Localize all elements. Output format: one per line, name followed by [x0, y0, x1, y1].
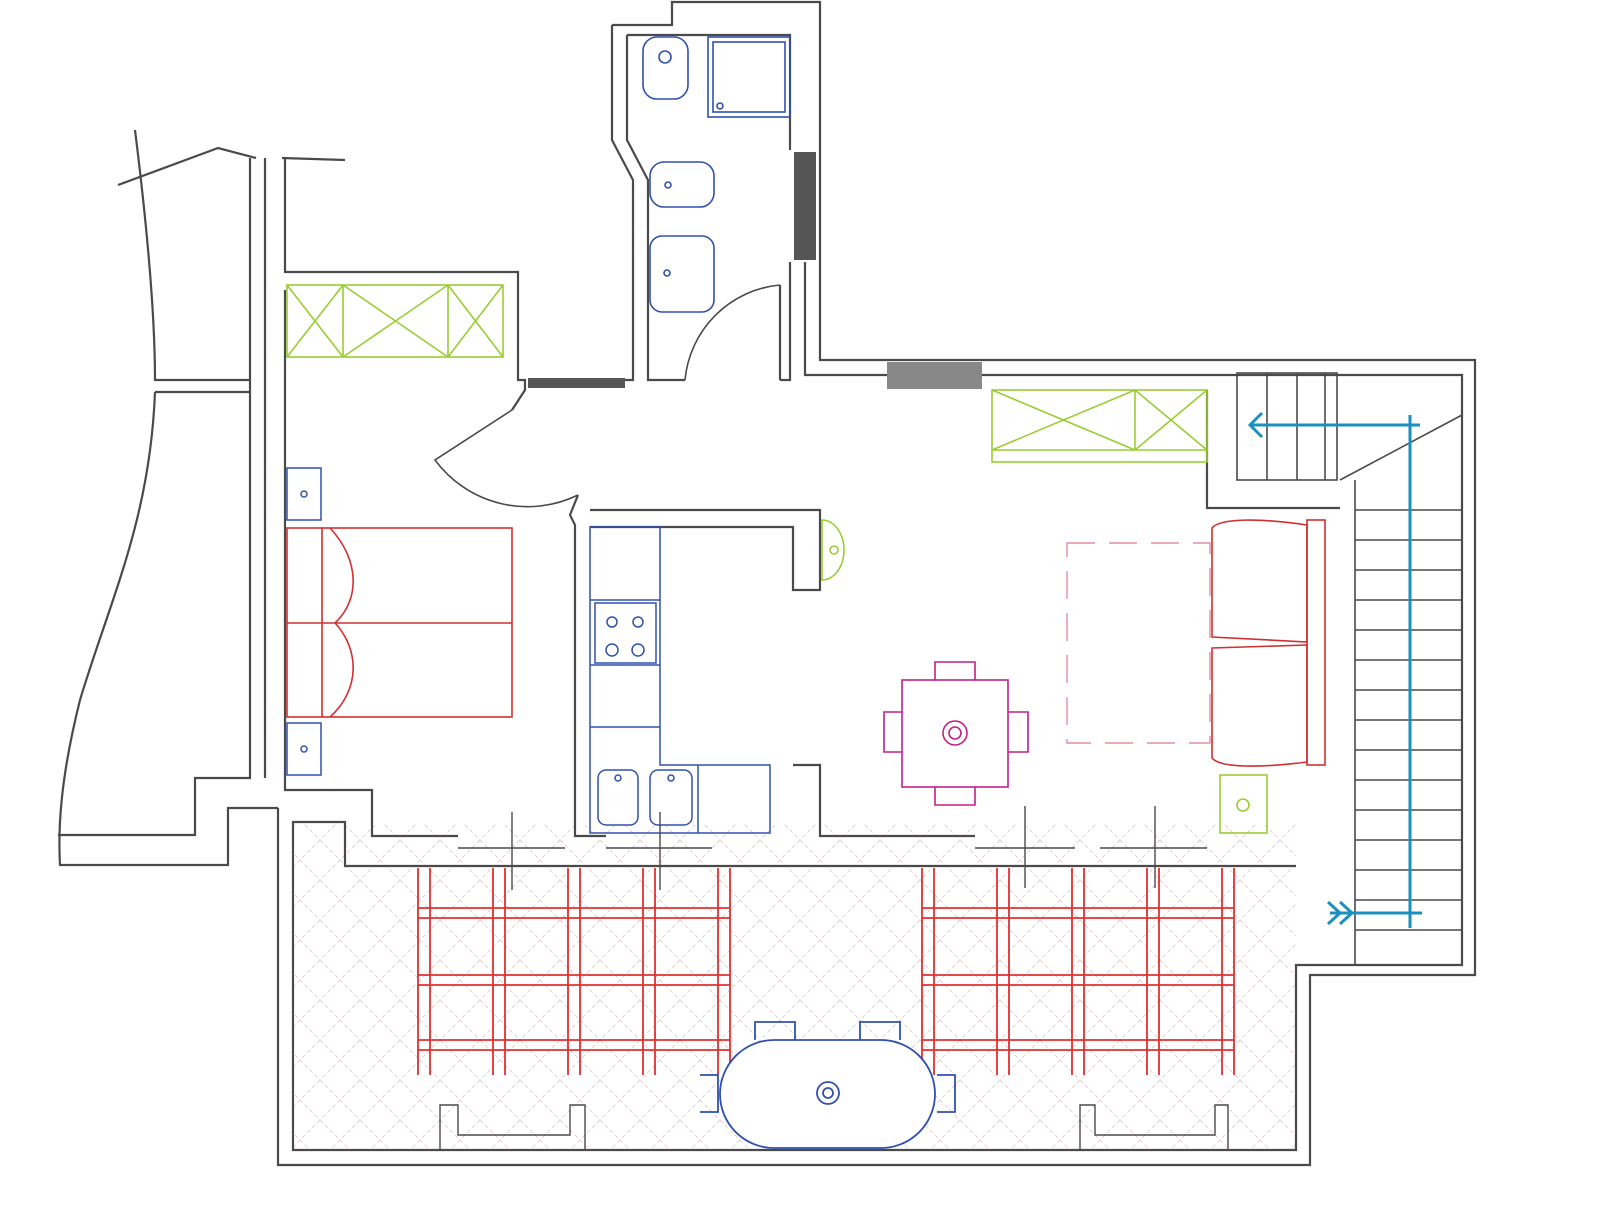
shower-icon: [707, 36, 791, 118]
stove-icon: [594, 602, 657, 664]
sofa-icon: [1211, 519, 1326, 767]
bed-icon: [286, 527, 513, 718]
kitchen-counter-icon: [589, 526, 771, 834]
wardrobe-icon: [286, 284, 1268, 834]
sink-icon: [597, 769, 693, 826]
outdoor-table-icon: [700, 1021, 956, 1149]
washbasin-icon: [649, 235, 715, 313]
dining-table-icon: [883, 661, 1029, 806]
toilet-icon: [642, 36, 689, 100]
door-swing-icon: [433, 284, 781, 508]
window-icon: [458, 152, 1207, 849]
bathroom-fixtures: [642, 36, 791, 313]
pergola-icon: [417, 868, 1235, 1075]
nightstand-icon: [286, 467, 322, 776]
walls: [58, 0, 1477, 1167]
bidet-icon: [649, 161, 715, 208]
stair-arrow-icon: [1247, 411, 1422, 928]
rug-icon: [1066, 542, 1211, 744]
